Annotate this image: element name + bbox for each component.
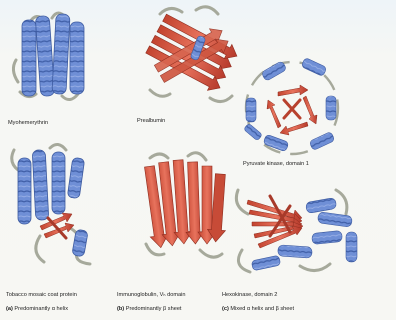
- caption-c-text: Mixed α helix and β sheet: [230, 306, 294, 312]
- prealbumin-ribbon: [144, 7, 241, 102]
- caption-c: (c) Mixed α helix and β sheet: [222, 307, 294, 313]
- caption-c-letter: (c): [222, 306, 229, 312]
- pyruvate-kinase-ribbon: [244, 57, 338, 154]
- myohemerythrin-ribbon: [13, 13, 84, 100]
- helix-4: [70, 22, 84, 94]
- caption-b: (b) Predominantly β sheet: [117, 307, 181, 313]
- helix-3: [52, 14, 70, 95]
- label-hexokinase: Hexokinase, domain 2: [222, 293, 277, 299]
- barrel-strands: [267, 85, 317, 135]
- hexokinase-ribbon: [236, 190, 357, 272]
- tmv-helix-3: [52, 152, 65, 214]
- caption-a-text: Predominantly α helix: [14, 306, 68, 312]
- tmv-helix-4: [67, 157, 84, 198]
- label-immunoglobulin: Immunoglobulin, Vₕ domain: [117, 293, 186, 299]
- caption-a: (a) Predominantly α helix: [6, 307, 68, 313]
- caption-b-text: Predominantly β sheet: [126, 306, 182, 312]
- tobacco-mosaic-ribbon: [12, 144, 90, 264]
- helix-2: [35, 16, 55, 97]
- tmv-helix-2: [32, 150, 49, 221]
- label-prealbumin: Prealbumin: [137, 119, 165, 125]
- tmv-helix-1: [18, 158, 31, 224]
- caption-a-letter: (a): [6, 306, 13, 312]
- caption-b-letter: (b): [117, 306, 124, 312]
- helix-1: [22, 20, 36, 96]
- label-tobacco-mosaic: Tobacco mosaic coat protein: [6, 293, 77, 299]
- label-myohemerythrin: Myohemerythrin: [8, 121, 48, 127]
- tmv-helix-5: [72, 229, 88, 257]
- hexokinase-sheet: [247, 196, 303, 248]
- immunoglobulin-ribbon: [141, 153, 230, 257]
- label-pyruvate-kinase: Pyruvate kinase, domain 1: [243, 162, 309, 168]
